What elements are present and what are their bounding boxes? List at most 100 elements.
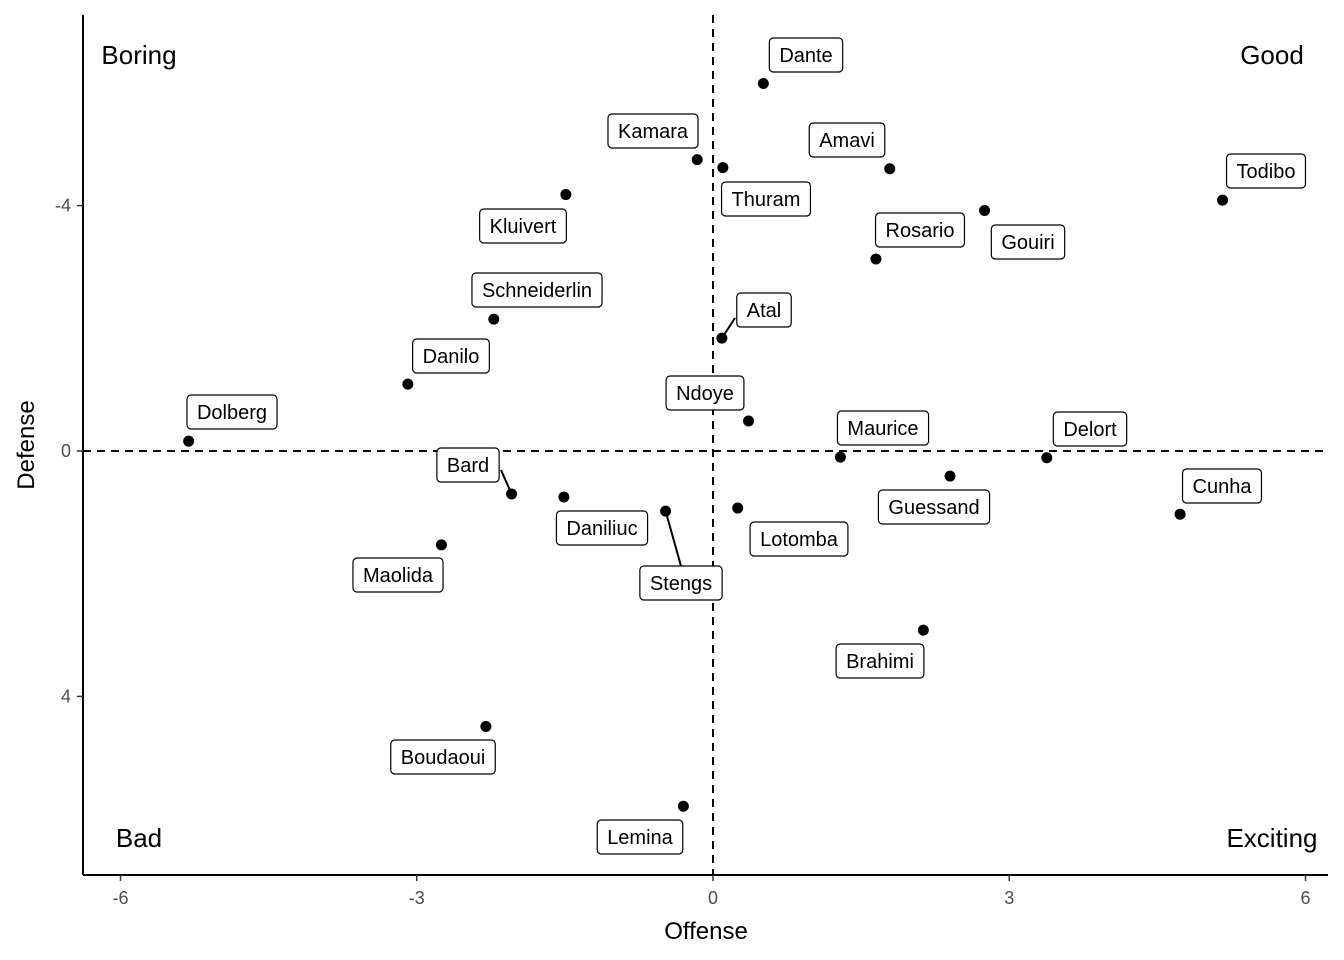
data-label-box [665, 375, 745, 411]
data-label: Brahimi [846, 651, 914, 673]
point-schneiderlin: Schneiderlin [471, 272, 603, 325]
data-label: Delort [1063, 419, 1117, 441]
data-point [870, 253, 882, 265]
data-label-box [596, 819, 684, 855]
point-stengs: Stengs [639, 505, 723, 601]
point-lotomba: Lotomba [732, 502, 849, 557]
point-delort: Delort [1041, 411, 1128, 464]
data-label-box [352, 557, 444, 593]
y-axis-title: Defense [13, 400, 40, 489]
x-tick-label: -6 [112, 888, 128, 908]
data-point [1217, 194, 1229, 206]
data-point [488, 313, 500, 325]
data-label: Guessand [888, 497, 979, 519]
y-tick-label: -4 [55, 196, 71, 216]
data-point [743, 415, 755, 427]
data-point [917, 624, 929, 636]
data-label: Stengs [650, 573, 712, 595]
data-point [1174, 508, 1186, 520]
point-todibo: Todibo [1217, 153, 1307, 206]
data-label-box [1225, 153, 1307, 189]
data-point [560, 189, 572, 201]
label-connector [664, 510, 682, 567]
point-atal: Atal [716, 292, 792, 344]
x-tick-label: 0 [708, 888, 718, 908]
data-label-box [412, 338, 490, 374]
data-label-box [749, 521, 849, 557]
data-point [480, 720, 492, 732]
data-point [660, 505, 672, 517]
point-maurice: Maurice [834, 410, 930, 463]
data-label-box [436, 447, 500, 483]
y-tick-label: 4 [61, 686, 71, 706]
point-cunha: Cunha [1174, 468, 1263, 520]
data-label-box [835, 643, 925, 679]
x-tick-label: -3 [409, 888, 425, 908]
data-point [834, 451, 846, 463]
data-label: Dolberg [197, 402, 267, 424]
x-axis-title: Offense [664, 918, 748, 945]
data-point [558, 491, 570, 503]
reference-lines [83, 15, 1328, 875]
data-label: Lemina [607, 827, 673, 849]
data-point [757, 78, 769, 90]
x-tick-label: 6 [1300, 888, 1310, 908]
point-boudaoui: Boudaoui [390, 720, 496, 775]
data-label-box [1052, 411, 1128, 447]
point-guessand: Guessand [877, 470, 991, 525]
data-point [979, 205, 991, 217]
data-label: Boudaoui [401, 747, 486, 769]
data-label-box [471, 272, 603, 308]
data-label: Todibo [1237, 161, 1296, 183]
quadrant-label-bad: Bad [116, 823, 162, 853]
data-label: Kluivert [490, 216, 557, 238]
data-label: Danilo [423, 346, 480, 368]
x-tick-label: 3 [1004, 888, 1014, 908]
data-label: Maurice [847, 418, 918, 440]
point-ndoye: Ndoye [665, 375, 755, 427]
point-danilo: Danilo [402, 338, 490, 390]
data-point [884, 163, 896, 175]
data-label-box [768, 37, 844, 73]
point-amavi: Amavi [808, 122, 896, 175]
data-label: Bard [447, 455, 489, 477]
data-label-box [1181, 468, 1263, 504]
point-gouiri: Gouiri [979, 205, 1066, 260]
data-label: Thuram [732, 189, 801, 211]
axis-ticks: -6 -3 0 3 6 -4 0 4 [55, 196, 1311, 908]
quadrant-label-exciting: Exciting [1226, 823, 1317, 853]
point-thuram: Thuram [717, 162, 812, 217]
data-label-box [479, 208, 567, 244]
data-label: Dante [779, 45, 832, 67]
point-dolberg: Dolberg [183, 394, 278, 447]
data-label: Gouiri [1001, 232, 1054, 254]
point-lemina: Lemina [596, 800, 689, 855]
data-label: Kamara [618, 121, 689, 143]
data-point [944, 470, 956, 482]
data-label-box [639, 565, 723, 601]
data-label: Daniliuc [566, 518, 637, 540]
data-label-box [874, 212, 966, 248]
data-point [677, 800, 689, 812]
data-label-box [808, 122, 886, 158]
quadrant-label-good: Good [1240, 40, 1304, 70]
data-label-box [720, 181, 812, 217]
data-label: Lotomba [760, 529, 839, 551]
data-point [717, 162, 729, 174]
y-tick-label: 0 [61, 441, 71, 461]
point-rosario: Rosario [870, 212, 966, 265]
data-label: Rosario [886, 220, 955, 242]
data-label: Amavi [819, 130, 875, 152]
point-dante: Dante [757, 37, 844, 90]
data-label-box [607, 113, 699, 149]
data-label: Cunha [1193, 476, 1253, 498]
data-point [691, 154, 703, 166]
data-label-box [877, 489, 991, 525]
data-label: Ndoye [676, 383, 734, 405]
point-brahimi: Brahimi [835, 624, 929, 679]
data-label-box [990, 224, 1066, 260]
data-label-box [390, 739, 496, 775]
data-label-box [186, 394, 278, 430]
